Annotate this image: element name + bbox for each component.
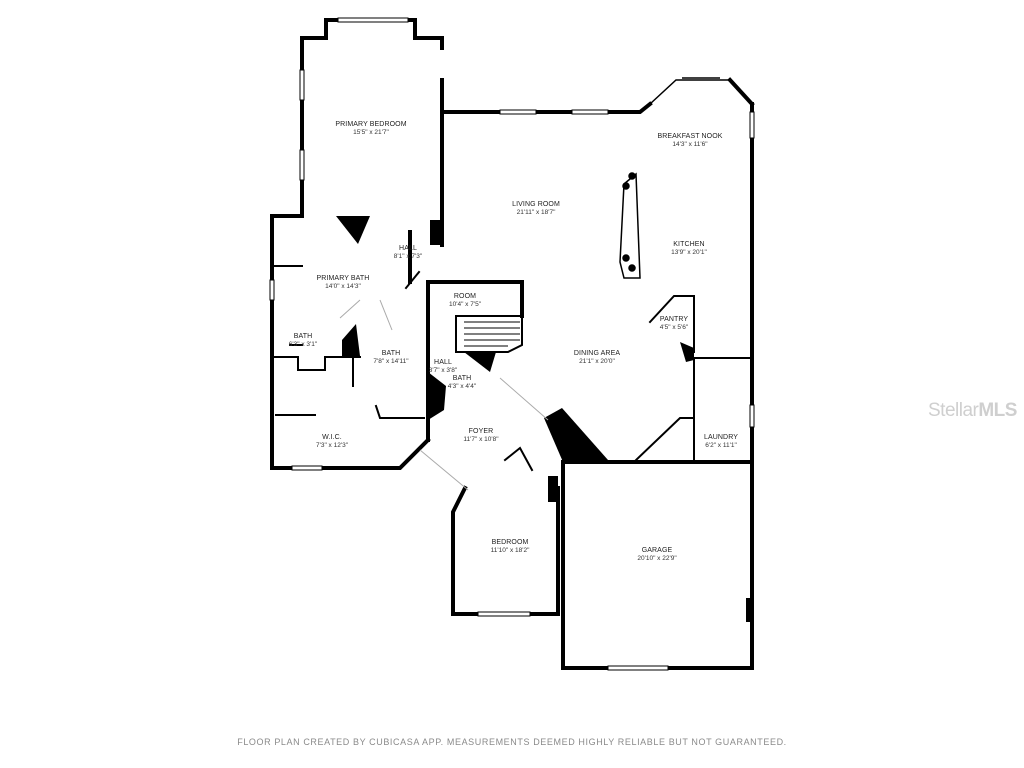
room-name: ROOM (453, 293, 477, 300)
watermark-part2: MLS (978, 400, 1017, 421)
room-dimensions: 4'5" x 5'6" (659, 324, 689, 332)
room-living-room: LIVING ROOM 21'11" x 18'7" (512, 201, 560, 217)
bay-window (649, 77, 753, 105)
room-dimensions: 6'2" x 11'1" (705, 442, 737, 450)
room-name: BATH (293, 333, 313, 340)
room-name: LAUNDRY (703, 434, 739, 441)
watermark-part1: Stellar (928, 400, 979, 421)
room-name: DINING AREA (573, 350, 621, 357)
stairs (464, 321, 520, 347)
room-bedroom: BEDROOM 11'10" x 18'2" (491, 539, 530, 555)
room-dimensions: 21'11" x 18'7" (516, 209, 556, 217)
room-name: FOYER (468, 428, 494, 435)
room-name: BATH (452, 375, 472, 382)
room-dimensions: 3'7" x 3'8" (428, 367, 458, 375)
room-name: BEDROOM (491, 539, 529, 546)
room-laundry: LAUNDRY 6'2" x 11'1" (704, 434, 738, 450)
room-room: ROOM 10'4" x 7'5" (449, 293, 481, 309)
room-kitchen: KITCHEN 13'9" x 20'1" (671, 241, 707, 257)
interior-walls (271, 265, 753, 472)
room-dimensions: 14'0" x 14'3" (325, 283, 361, 291)
room-name: HALL (399, 245, 417, 252)
windows (269, 17, 755, 671)
room-name: KITCHEN (673, 241, 705, 248)
room-garage: GARAGE 20'10" x 22'9" (637, 547, 676, 563)
room-dimensions: 7'3" x 12'3" (315, 442, 349, 450)
room-dimensions: 8'1" x 7'3" (393, 253, 423, 261)
room-bath-half: BATH 4'3" x 4'4" (448, 375, 476, 391)
room-dimensions: 13'9" x 20'1" (671, 249, 707, 257)
room-name: LIVING ROOM (512, 201, 560, 208)
room-bath-small: BATH 6'3" x 3'1" (289, 333, 317, 349)
room-dimensions: 20'10" x 22'9" (637, 555, 677, 563)
room-dimensions: 11'7" x 10'8" (463, 436, 499, 444)
room-dimensions: 6'3" x 3'1" (288, 341, 318, 349)
room-dimensions: 14'3" x 11'6" (672, 141, 708, 149)
kitchen-island (619, 172, 641, 279)
stellar-mls-watermark: StellarMLS (928, 400, 1017, 422)
room-bath-mid: BATH 7'8" x 14'11" (373, 350, 408, 366)
room-dimensions: 21'1" x 20'0" (579, 358, 615, 366)
room-name: HALL (434, 359, 452, 366)
room-dimensions: 10'4" x 7'5" (448, 301, 482, 309)
room-name: PRIMARY BEDROOM (335, 121, 407, 128)
room-dining-area: DINING AREA 21'1" x 20'0" (574, 350, 620, 366)
room-hall-upper: HALL 8'1" x 7'3" (394, 245, 422, 261)
room-name: W.I.C. (322, 434, 342, 441)
solid-wall-blocks (336, 216, 752, 622)
room-foyer: FOYER 11'7" x 10'8" (463, 428, 498, 444)
room-dimensions: 7'8" x 14'11" (373, 358, 409, 366)
room-name: PRIMARY BATH (316, 275, 370, 282)
room-name: PANTRY (659, 316, 689, 323)
room-name: GARAGE (641, 547, 673, 554)
disclaimer-text: FLOOR PLAN CREATED BY CUBICASA APP. MEAS… (237, 737, 787, 747)
room-pantry: PANTRY 4'5" x 5'6" (660, 316, 688, 332)
room-dimensions: 4'3" x 4'4" (447, 383, 477, 391)
room-name: BREAKFAST NOOK (657, 133, 723, 140)
room-dimensions: 15'5" x 21'7" (353, 129, 389, 137)
room-hall-small: HALL 3'7" x 3'8" (429, 359, 457, 375)
room-name: BATH (381, 350, 401, 357)
room-primary-bedroom: PRIMARY BEDROOM 15'5" x 21'7" (335, 121, 406, 137)
room-wic: W.I.C. 7'3" x 12'3" (316, 434, 348, 450)
door-openings (339, 299, 549, 491)
room-breakfast-nook: BREAKFAST NOOK 14'3" x 11'6" (657, 133, 722, 149)
room-primary-bath: PRIMARY BATH 14'0" x 14'3" (317, 275, 370, 291)
room-dimensions: 11'10" x 18'2" (490, 547, 530, 555)
